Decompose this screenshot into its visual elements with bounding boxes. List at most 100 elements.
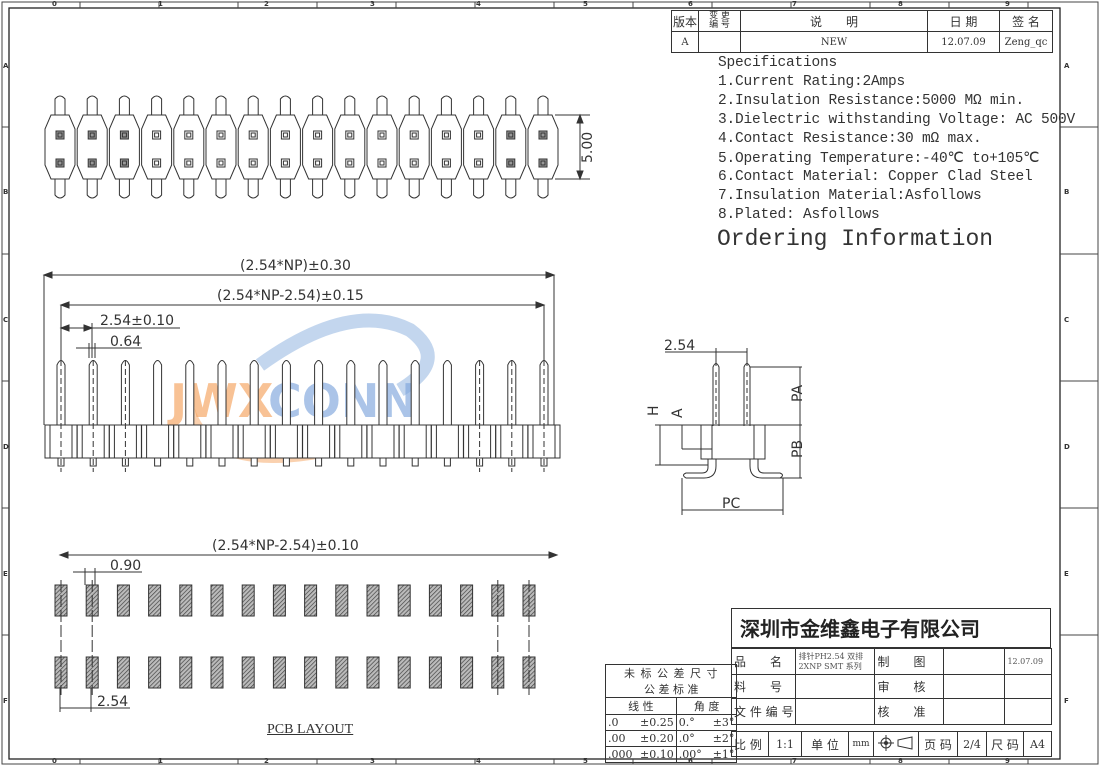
top-view-pin (334, 95, 366, 199)
scale-value: 1:1 (768, 731, 802, 757)
top-view-pin (302, 95, 334, 199)
spec-title: Specifications (718, 55, 838, 71)
revision-header-row: 版本 变 更 编 号 说 明 日 期 签 名 (671, 10, 1053, 32)
file-number-label: 文 件 编 号 (730, 698, 797, 725)
top-view-pin (269, 95, 301, 199)
rev-header-signature: 签 名 (999, 10, 1053, 32)
top-view-pin (527, 95, 559, 199)
page-value: 2/4 (957, 731, 987, 757)
front-view-pin (334, 360, 368, 467)
col-label-bottom: 9 (1005, 757, 1010, 765)
dim-a: A (670, 408, 686, 418)
col-label: 7 (792, 0, 797, 8)
tolerance-title: 未 标 公 差 尺 寸 (604, 664, 738, 681)
page-label: 页 码 (918, 731, 958, 757)
front-view-pin (398, 360, 432, 467)
front-view-pin (205, 360, 239, 467)
side-view-drawing: 2.54 PA PB H A PC (646, 338, 806, 515)
pcb-pad (241, 656, 255, 689)
pcb-pad (179, 584, 193, 617)
dim-pc: PC (722, 496, 740, 512)
checked-date (1004, 674, 1052, 699)
row-label-right: E (1064, 570, 1069, 578)
checked-by-label: 审 核 (874, 674, 945, 699)
top-view-pin (44, 95, 76, 199)
part-number-value (795, 674, 876, 699)
front-view-pin (430, 360, 464, 467)
pcb-pad (148, 584, 162, 617)
top-view-pin (495, 95, 527, 199)
top-view-drawing: 5.00 (44, 95, 596, 199)
col-label-bottom: 4 (476, 757, 481, 765)
pcb-pad (366, 656, 380, 689)
row-label: D (3, 443, 9, 451)
rev-header-version: 版本 (671, 10, 699, 32)
drawn-by-label: 制 图 (874, 648, 945, 675)
col-label: 1 (158, 0, 163, 8)
pcb-pad (460, 584, 474, 617)
front-view-pin (366, 360, 400, 467)
front-view-pin (463, 360, 497, 472)
row-label-right: C (1064, 316, 1070, 324)
spec-item: 6.Contact Material: Copper Clad Steel (718, 169, 1033, 185)
product-name-value: 排针PH2.54 双排 2XNP SMT 系列 (795, 648, 876, 675)
col-label: 2 (264, 0, 269, 8)
pcb-pad (460, 656, 474, 689)
tol-angle-value: ±3° (710, 714, 738, 731)
tolerance-row: .0 ±0.25 0.° ±3° (605, 714, 738, 731)
col-label: 8 (898, 0, 903, 8)
pcb-pad (272, 656, 286, 689)
row-label-right: B (1064, 188, 1070, 196)
pcb-pad (272, 584, 286, 617)
projection-symbol (873, 731, 919, 757)
scale-label: 比 例 (731, 731, 769, 757)
tolerance-row: .000 ±0.10 .00° ±1° (605, 746, 738, 763)
front-view-pin (173, 360, 207, 467)
approved-by-label: 核 准 (874, 698, 945, 725)
col-label-bottom: 8 (898, 757, 903, 765)
row-label: A (3, 62, 9, 70)
dim-h: H (646, 405, 662, 416)
col-label: 4 (476, 0, 481, 8)
pcb-dim-pad-width: 0.90 (110, 558, 141, 574)
approved-by-value (943, 698, 1006, 725)
top-view-pin (205, 95, 237, 199)
spec-item: 5.Operating Temperature:-40℃ to+105℃ (718, 151, 1040, 167)
revision-table: 版本 变 更 编 号 说 明 日 期 签 名 A NEW 12.07.09 Ze… (671, 10, 1053, 53)
rev-date: 12.07.09 (927, 31, 1000, 53)
top-view-pin (76, 95, 108, 199)
pcb-pad (241, 584, 255, 617)
pcb-pad (397, 584, 411, 617)
pcb-pad (116, 584, 130, 617)
rev-header-date: 日 期 (927, 10, 1000, 32)
row-label-right: A (1064, 62, 1070, 70)
pcb-pad (116, 656, 130, 689)
rev-version: A (671, 31, 699, 53)
pcb-layout-title: PCB LAYOUT (267, 722, 354, 737)
rev-header-description: 说 明 (740, 10, 928, 32)
tol-linear-value: ±0.20 (638, 730, 677, 747)
dim-pb: PB (790, 440, 806, 458)
tol-linear-value: ±0.25 (638, 714, 677, 731)
pcb-pad (304, 584, 318, 617)
col-label: 0 (52, 0, 57, 8)
revision-row: A NEW 12.07.09 Zeng_qc (671, 31, 1053, 53)
pcb-pad (428, 656, 442, 689)
drawn-date: 12.07.09 (1004, 648, 1052, 675)
tolerance-table: 未 标 公 差 尺 寸 公 差 标 准 线 性 角 度 .0 ±0.25 0.°… (604, 664, 738, 763)
pcb-pad (210, 584, 224, 617)
rev-description: NEW (740, 31, 928, 53)
approved-date (1004, 698, 1052, 725)
front-view-pin (302, 360, 336, 467)
front-view-pin (269, 360, 303, 467)
spec-item: 1.Current Rating:2Amps (718, 74, 906, 90)
col-label: 3 (370, 0, 375, 8)
drawn-by-value (943, 648, 1006, 675)
col-label-bottom: 1 (158, 757, 163, 765)
row-label: B (3, 188, 9, 196)
spec-item: 3.Dielectric withstanding Voltage: AC 50… (718, 112, 1076, 128)
row-label: E (3, 570, 8, 578)
dim-pin-width: 0.64 (110, 334, 141, 350)
dim-pa: PA (790, 384, 806, 402)
